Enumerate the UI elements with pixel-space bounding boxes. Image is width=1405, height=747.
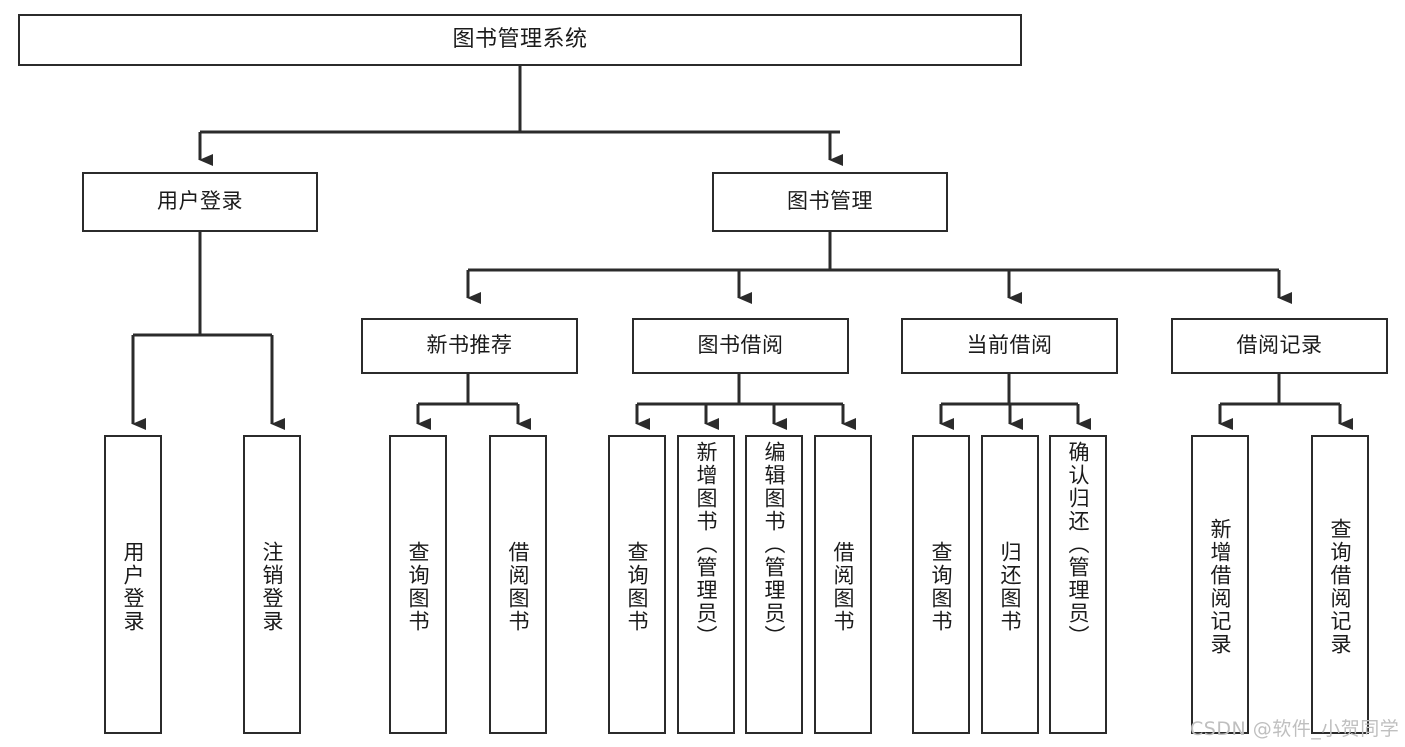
node-label: 当前借阅 bbox=[966, 333, 1053, 358]
node-leaf-return-book[interactable]: 归还图书 bbox=[981, 435, 1039, 734]
node-label: 查询图书 bbox=[625, 540, 650, 633]
node-leaf-query-book-recommend[interactable]: 查询图书 bbox=[389, 435, 447, 734]
node-leaf-query-book-current[interactable]: 查询图书 bbox=[912, 435, 970, 734]
node-label: 编辑图书（管理员） bbox=[762, 441, 787, 648]
node-label: 查询图书 bbox=[929, 540, 954, 633]
node-label: 借阅记录 bbox=[1236, 333, 1323, 358]
node-label: 用户登录 bbox=[121, 540, 146, 633]
node-label: 图书借阅 bbox=[697, 333, 784, 358]
node-label: 查询借阅记录 bbox=[1328, 517, 1353, 656]
node-leaf-borrow-book-recommend[interactable]: 借阅图书 bbox=[489, 435, 547, 734]
node-leaf-add-borrow-record[interactable]: 新增借阅记录 bbox=[1191, 435, 1249, 734]
node-label: 图书管理 bbox=[787, 189, 873, 214]
node-label: 图书管理系统 bbox=[452, 26, 588, 52]
node-root-system[interactable]: 图书管理系统 bbox=[18, 14, 1022, 66]
node-label: 注销登录 bbox=[260, 540, 285, 633]
node-label: 查询图书 bbox=[406, 540, 431, 633]
node-leaf-confirm-return-admin[interactable]: 确认归还（管理员） bbox=[1049, 435, 1107, 734]
csdn-watermark: CSDN @软件_小贺同学 bbox=[1190, 718, 1400, 740]
node-leaf-logout[interactable]: 注销登录 bbox=[243, 435, 301, 734]
node-leaf-edit-book-admin[interactable]: 编辑图书（管理员） bbox=[745, 435, 803, 734]
node-label: 新增借阅记录 bbox=[1208, 517, 1233, 656]
node-leaf-add-book-admin[interactable]: 新增图书（管理员） bbox=[677, 435, 735, 734]
node-label: 借阅图书 bbox=[506, 540, 531, 633]
node-leaf-user-login[interactable]: 用户登录 bbox=[104, 435, 162, 734]
node-label: 用户登录 bbox=[157, 189, 243, 214]
node-leaf-query-book-borrow[interactable]: 查询图书 bbox=[608, 435, 666, 734]
node-user-login[interactable]: 用户登录 bbox=[82, 172, 318, 232]
node-leaf-query-borrow-record[interactable]: 查询借阅记录 bbox=[1311, 435, 1369, 734]
node-label: 借阅图书 bbox=[831, 540, 856, 633]
node-label: 确认归还（管理员） bbox=[1066, 441, 1091, 648]
node-borrow-record[interactable]: 借阅记录 bbox=[1171, 318, 1388, 374]
node-label: 归还图书 bbox=[998, 540, 1023, 633]
node-book-management[interactable]: 图书管理 bbox=[712, 172, 948, 232]
node-book-borrow[interactable]: 图书借阅 bbox=[632, 318, 849, 374]
node-leaf-borrow-book[interactable]: 借阅图书 bbox=[814, 435, 872, 734]
node-new-book-recommend[interactable]: 新书推荐 bbox=[361, 318, 578, 374]
node-current-borrow[interactable]: 当前借阅 bbox=[901, 318, 1118, 374]
node-label: 新增图书（管理员） bbox=[694, 441, 719, 648]
node-label: 新书推荐 bbox=[426, 333, 513, 358]
